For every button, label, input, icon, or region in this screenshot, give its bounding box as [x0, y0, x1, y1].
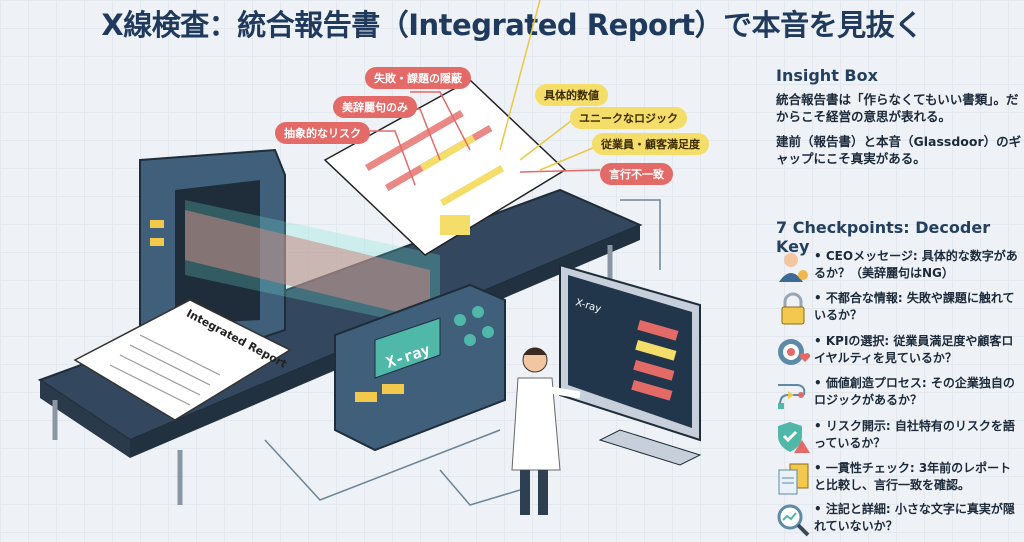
- tag-unique-logic: ユニークなロジック: [570, 107, 687, 129]
- tag-failure-concealment: 失敗・課題の隠蔽: [365, 67, 471, 89]
- checkpoint-item: リスク開示: 自社特有のリスクを語っているか？: [776, 418, 1022, 458]
- checkpoint-text: CEOメッセージ: 具体的な数字があるか？（美辞麗句はNG）: [814, 248, 1022, 282]
- checkpoint-text: 注記と詳細: 小さな文字に真実が隠れていないか？: [814, 501, 1022, 535]
- tag-concrete-numbers: 具体的数値: [535, 84, 608, 106]
- ceo-icon: [779, 253, 808, 282]
- checkpoint-text: 一貫性チェック: 3年前のレポートと比較し、言行一致を確認。: [814, 460, 1022, 494]
- tag-abstract-risk: 抽象的なリスク: [275, 122, 370, 144]
- report-document: [73, 299, 292, 421]
- insight-heading: Insight Box: [776, 66, 878, 85]
- insight-line: 統合報告書は「作らなくてもいい書類」。だからこそ経営の意思が表れる。: [776, 92, 1019, 124]
- insight-line: 建前（報告書）と本音（Glassdoor）のギャップにこそ真実がある。: [776, 134, 1022, 166]
- lock-icon: [781, 292, 805, 325]
- checkpoint-text: 不都合な情報: 失敗や課題に触れているか？: [814, 290, 1022, 324]
- page-title: X線検査：統合報告書（Integrated Report）で本音を見抜く: [101, 8, 923, 42]
- process-icon: [778, 384, 806, 409]
- scientist-figure: [511, 347, 581, 515]
- checkpoint-item: CEOメッセージ: 具体的な数字があるか？（美辞麗句はNG）: [776, 248, 1022, 288]
- tag-flowery-words: 美辞麗句のみ: [333, 96, 417, 118]
- scanned-document: [323, 79, 567, 256]
- checkpoint-item: 注記と詳細: 小さな文字に真実が隠れていないか？: [776, 501, 1022, 541]
- xray-illustration: X-ray Integrated Report X-ray: [37, 0, 702, 515]
- checkpoint-text: 価値創造プロセス: その企業独自のロジックがあるか？: [814, 375, 1022, 409]
- magnifier-icon: [777, 504, 810, 537]
- documents-icon: [778, 463, 809, 495]
- xray-beam: [185, 210, 430, 320]
- tag-inconsistency: 言行不一致: [600, 163, 673, 185]
- tag-satisfaction: 従業員・顧客満足度: [592, 133, 709, 155]
- control-console: [334, 283, 506, 452]
- checkpoint-item: 不都合な情報: 失敗や課題に触れているか？: [776, 290, 1022, 330]
- checkpoint-text: KPIの選択: 従業員満足度や顧客ロイヤルティを見ているか？: [814, 333, 1022, 367]
- insight-box: Insight Box 統合報告書は「作らなくてもいい書類」。だからこそ経営の意…: [776, 66, 1022, 175]
- checkpoint-item: 価値創造プロセス: その企業独自のロジックがあるか？: [776, 375, 1022, 415]
- target-icon: [778, 339, 810, 365]
- checkpoints-heading: 7 Checkpoints: Decoder Key: [776, 218, 991, 256]
- checkpoint-text: リスク開示: 自社特有のリスクを語っているか？: [814, 418, 1022, 452]
- checkpoint-item: 一貫性チェック: 3年前のレポートと比較し、言行一致を確認。: [776, 460, 1022, 500]
- shield-icon: [778, 422, 810, 453]
- checkpoint-item: KPIの選択: 従業員満足度や顧客ロイヤルティを見ているか？: [776, 333, 1022, 373]
